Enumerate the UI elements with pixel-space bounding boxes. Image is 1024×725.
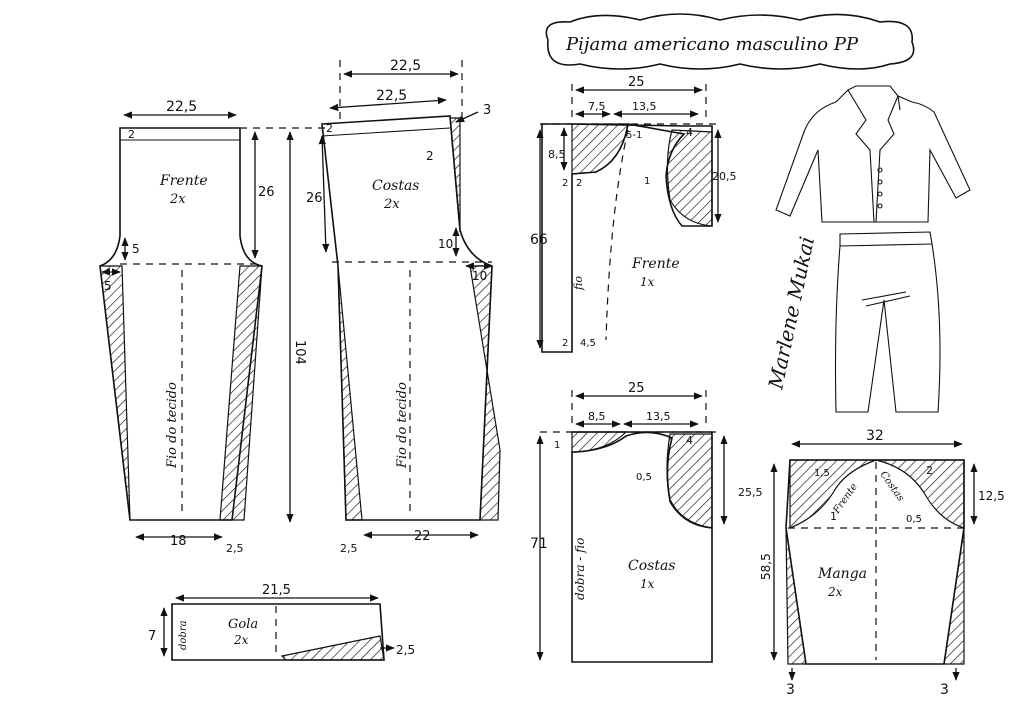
shirt-back-label: Costas [628, 558, 675, 574]
back-top-offset: 2 [326, 122, 333, 135]
back-rise: 3 [483, 103, 491, 118]
back-waist-mark: 2 [426, 149, 434, 163]
sleeve-hem-left: 3 [786, 682, 795, 698]
shirt-back-shoulder-drop: 4 [686, 434, 693, 447]
front-width-top: 22,5 [166, 99, 197, 115]
front-label: Frente [159, 173, 208, 189]
sleeve-piece: 32 12,5 58,5 1,5 2 1 0,5 Frente Costas M… [759, 428, 1005, 698]
front-depth: 26 [258, 185, 275, 200]
shirt-front-armhole-mark: 1 [644, 176, 650, 187]
pants-front-piece: 22,5 2 26 5 5 Frente 2x Fio do tecido 18… [99, 99, 275, 555]
shirt-front-neck-mark: 5-1 [626, 130, 642, 141]
back-grain: Fio do tecido [395, 382, 410, 469]
shirt-front-neck-depth: 8,5 [548, 148, 566, 161]
collar-flare: 2,5 [396, 643, 415, 657]
shirt-front-width: 25 [628, 75, 645, 90]
shirt-front-offset-b: 2 [576, 178, 582, 189]
sleeve-width: 32 [866, 428, 884, 444]
back-width-outer: 22,5 [390, 58, 421, 74]
collar-fold: dobra [178, 620, 189, 650]
sleeve-back-mark: 2 [926, 464, 933, 477]
shirt-front-hem-ext: 4,5 [580, 338, 596, 349]
shirt-back-shoulder: 13,5 [646, 410, 671, 423]
shirt-front-shoulder-drop: 4 [686, 126, 693, 139]
front-crotch-v: 5 [132, 242, 140, 256]
back-label: Costas [372, 178, 419, 194]
title-cloud: Pijama americano masculino PP [545, 13, 915, 70]
collar-piece: 21,5 7 dobra Gola 2x 2,5 [148, 583, 415, 661]
back-crotch-v: 10 [438, 237, 453, 251]
back-width-top: 22,5 [376, 88, 407, 104]
sleeve-front-mark: 1,5 [814, 468, 830, 479]
shirt-back-length: 71 [530, 536, 548, 552]
collar-count: 2x [233, 633, 249, 647]
pants-length: 104 [240, 127, 330, 523]
pants-length-label: 104 [292, 340, 307, 365]
front-crotch-h: 5 [104, 279, 112, 293]
shirt-back-neck-w: 8,5 [588, 410, 606, 423]
collar-width: 21,5 [262, 583, 291, 598]
sleeve-length: 58,5 [759, 553, 773, 580]
front-count: 2x [169, 192, 186, 207]
front-top-offset: 2 [128, 128, 135, 141]
shirt-front-grain: fio [572, 276, 585, 291]
sleeve-label: Manga [817, 566, 867, 582]
shirt-back-armhole-mark: 0,5 [636, 472, 652, 483]
signature: Marlene Mukai [763, 234, 819, 392]
front-hem-width: 18 [170, 534, 187, 549]
sleeve-hem-right: 3 [940, 682, 949, 698]
sleeve-mark-left: 1 [830, 510, 837, 523]
shirt-back-armhole: 25,5 [738, 486, 763, 499]
shirt-front-armhole: 20,5 [712, 170, 737, 183]
sleeve-count: 2x [827, 585, 843, 599]
shirt-front-count: 1x [640, 275, 655, 289]
back-hem-extra: 2,5 [340, 542, 358, 555]
sleeve-cap-height: 12,5 [978, 489, 1005, 503]
shirt-front-neck-w: 7,5 [588, 100, 606, 113]
shirt-back-neck-depth: 1 [554, 440, 560, 451]
shirt-front-piece: 25 7,5 13,5 4 5-1 8,5 20,5 1 66 2 2 2 4,… [530, 75, 737, 353]
sleeve-back-label: Costas [878, 469, 906, 503]
front-hem-extra: 2,5 [226, 542, 244, 555]
back-depth: 26 [306, 191, 323, 206]
front-grain: Fio do tecido [165, 382, 180, 469]
shirt-front-shoulder: 13,5 [632, 100, 657, 113]
sleeve-mark-right: 0,5 [906, 514, 922, 525]
shirt-front-length: 66 [530, 232, 548, 248]
page-title: Pijama americano masculino PP [565, 34, 859, 55]
shirt-back-fold: dobra - fio [573, 538, 587, 600]
pajama-sketch: Marlene Mukai [763, 85, 971, 413]
shirt-back-piece: 25 8,5 13,5 4 1 25,5 0,5 71 dobra - fio … [530, 381, 763, 663]
back-crotch-h: 10 [472, 269, 487, 283]
collar-label: Gola [228, 617, 258, 632]
pants-back-piece: 22,5 22,5 3 2 2 26 10 10 Costas 2x Fio d… [306, 58, 501, 555]
shirt-back-width: 25 [628, 381, 645, 396]
back-hem-width: 22 [414, 529, 431, 544]
shirt-front-label: Frente [631, 256, 680, 272]
back-count: 2x [383, 197, 400, 212]
shirt-front-offset-c: 2 [562, 338, 568, 349]
shirt-front-offset-a: 2 [562, 178, 568, 189]
shirt-back-count: 1x [640, 577, 655, 591]
collar-height: 7 [148, 629, 156, 644]
